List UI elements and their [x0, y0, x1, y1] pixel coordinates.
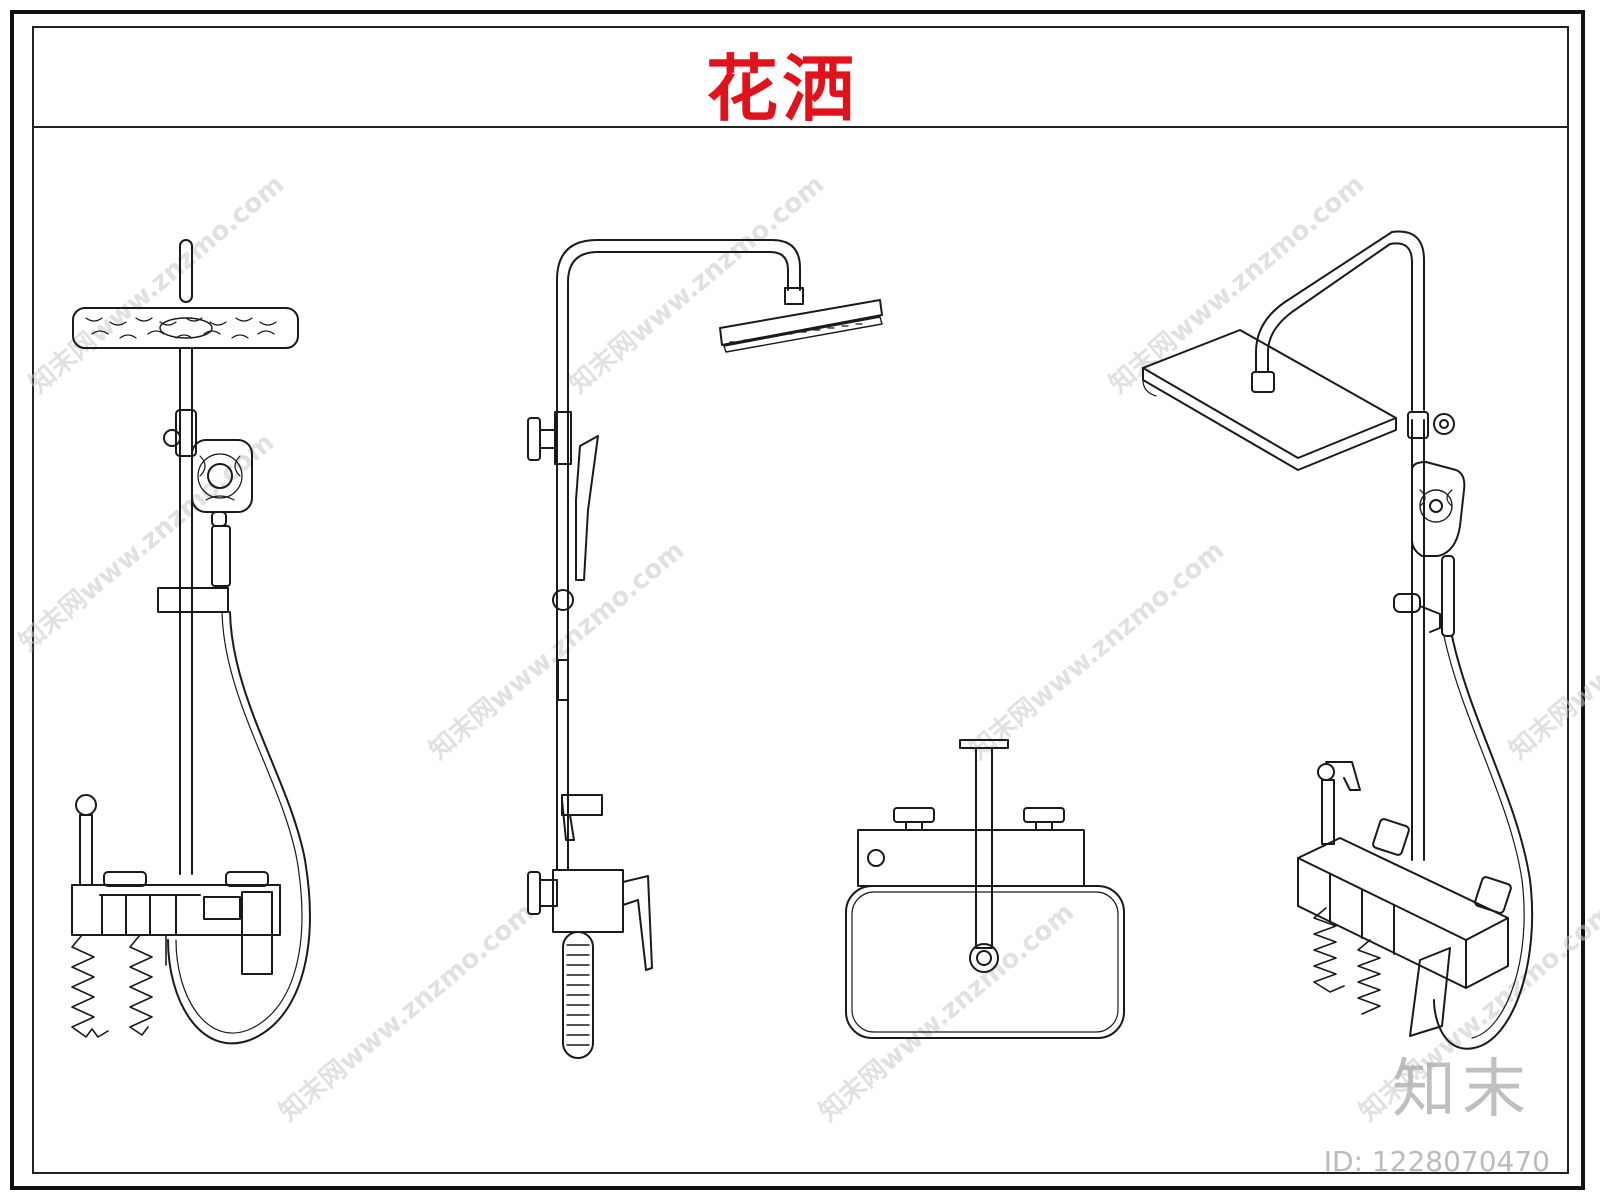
- thermostatic-mixer-wall-view: [845, 739, 1125, 1039]
- shower-set-square-head-perspective: [1142, 230, 1534, 1050]
- brand-logo: 知末: [1392, 1053, 1532, 1127]
- page-title: 花洒: [0, 30, 1600, 135]
- shower-set-round-head-side: [527, 239, 883, 1059]
- title-divider: [32, 126, 1569, 128]
- image-id: ID: 1228070470: [1323, 1145, 1550, 1178]
- page-title-text: 花洒: [705, 46, 858, 131]
- shower-set-rain-panel-front: [71, 239, 311, 1045]
- inner-frame: [32, 26, 1569, 1174]
- outer-frame: [10, 10, 1585, 1190]
